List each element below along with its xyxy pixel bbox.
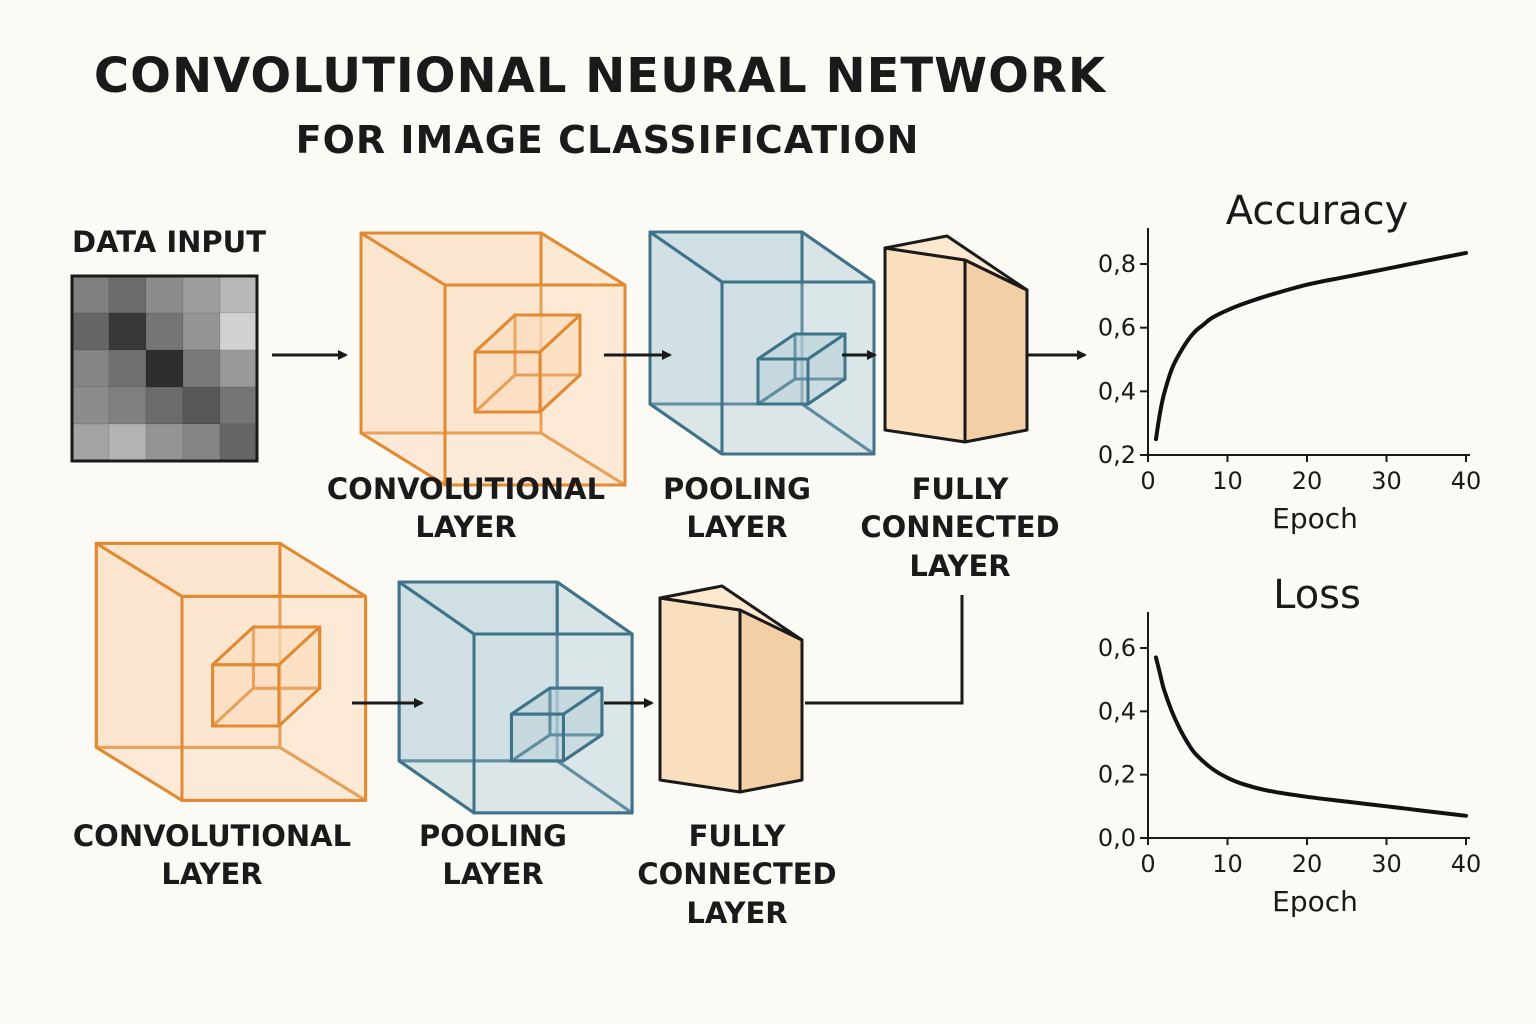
top-fc-layer-block — [883, 234, 1029, 444]
fc-top-face — [658, 584, 804, 642]
top-fc-label-line3: LAYER — [909, 549, 1010, 583]
bottom-fc-label-line1: FULLY — [689, 819, 787, 853]
x-tick-label: 0 — [1140, 850, 1155, 878]
fc-side-face — [963, 258, 1029, 444]
y-tick-label: 0,6 — [1098, 314, 1136, 342]
diagram-title: CONVOLUTIONAL NEURAL NETWORK — [93, 48, 1107, 104]
y-tick-label: 0,0 — [1098, 824, 1136, 852]
input-pixel — [182, 349, 221, 388]
y-tick-label: 0,8 — [1098, 250, 1136, 278]
bottom-fc-label-line3: LAYER — [686, 896, 787, 930]
fc-side-face — [738, 608, 804, 794]
input-pixel — [108, 275, 147, 314]
input-pixel — [182, 275, 221, 314]
diagram-subtitle: FOR IMAGE CLASSIFICATION — [295, 118, 920, 162]
input-pixel — [71, 423, 110, 462]
series-line — [1154, 250, 1468, 442]
chart-title: Loss — [1273, 572, 1361, 618]
y-tick-label: 0,6 — [1098, 634, 1136, 662]
input-pixel — [145, 386, 184, 425]
y-tick-label: 0,4 — [1098, 377, 1136, 405]
x-tick-label: 40 — [1451, 850, 1482, 878]
top-conv-label-line2: LAYER — [415, 510, 516, 544]
y-tick-label: 0,2 — [1098, 441, 1136, 469]
input-pixel — [71, 275, 110, 314]
bottom-conv-layer-block — [94, 541, 368, 802]
x-tick-label: 20 — [1292, 850, 1323, 878]
series-line — [1154, 655, 1468, 818]
input-pixel — [108, 349, 147, 388]
top-pooling-layer-block — [648, 230, 876, 456]
top-fc-label-line1: FULLY — [912, 472, 1010, 506]
bottom-conv-label-line2: LAYER — [161, 857, 262, 891]
data-input-label: DATA INPUT — [72, 225, 266, 259]
fc-top-face — [883, 234, 1029, 292]
input-pixel — [182, 386, 221, 425]
chart-title: Accuracy — [1226, 188, 1409, 234]
input-pixel — [182, 312, 221, 351]
top-fc-label-line2: CONNECTED — [860, 510, 1059, 544]
input-pixel — [108, 386, 147, 425]
x-tick-label: 20 — [1292, 467, 1323, 495]
top-pool-label-line2: LAYER — [686, 510, 787, 544]
input-pixel — [71, 349, 110, 388]
top-pool-label-line1: POOLING — [663, 472, 811, 506]
input-pixel — [145, 349, 184, 388]
input-image-border — [70, 274, 259, 463]
flow-arrows — [272, 350, 1087, 708]
x-tick-label: 30 — [1371, 467, 1402, 495]
input-pixel — [219, 349, 258, 388]
input-pixel — [71, 386, 110, 425]
x-tick-label: 0 — [1140, 467, 1155, 495]
pool-filter-front-face — [756, 357, 810, 406]
input-pixel — [182, 423, 221, 462]
fc-front-face — [658, 596, 742, 794]
bottom-pooling-layer-block — [397, 580, 634, 815]
input-pixel — [219, 275, 258, 314]
fc-front-face — [883, 246, 967, 444]
input-pixel — [219, 386, 258, 425]
bottom-fc-label-line2: CONNECTED — [637, 857, 836, 891]
conv-filter-front-face — [473, 350, 542, 414]
input-pixel — [219, 423, 258, 462]
x-tick-label: 10 — [1212, 467, 1243, 495]
y-tick-label: 0,2 — [1098, 761, 1136, 789]
bottom-conv-label-line1: CONVOLUTIONAL — [73, 819, 351, 853]
input-pixel — [108, 423, 147, 462]
bottom-fc-layer-block — [658, 584, 804, 794]
y-tick-label: 0,4 — [1098, 697, 1136, 725]
x-axis-label: Epoch — [1272, 885, 1358, 918]
pool-filter-front-face — [509, 712, 565, 763]
x-tick-label: 30 — [1371, 850, 1402, 878]
input-pixel — [108, 312, 147, 351]
x-tick-label: 40 — [1451, 467, 1482, 495]
input-pixel — [145, 312, 184, 351]
x-axis-label: Epoch — [1272, 502, 1358, 535]
top-conv-layer-block — [359, 231, 627, 487]
input-pixel — [145, 275, 184, 314]
conv-filter-front-face — [211, 663, 281, 728]
data-input-image — [70, 274, 259, 463]
bottom-pool-label-line1: POOLING — [419, 819, 567, 853]
x-tick-label: 10 — [1212, 850, 1243, 878]
top-conv-label-line1: CONVOLUTIONAL — [327, 472, 605, 506]
input-pixel — [219, 312, 258, 351]
input-pixel — [71, 312, 110, 351]
input-pixel — [145, 423, 184, 462]
bottom-pool-label-line2: LAYER — [442, 857, 543, 891]
connector-bottom-fc-to-top-fc — [805, 595, 964, 705]
